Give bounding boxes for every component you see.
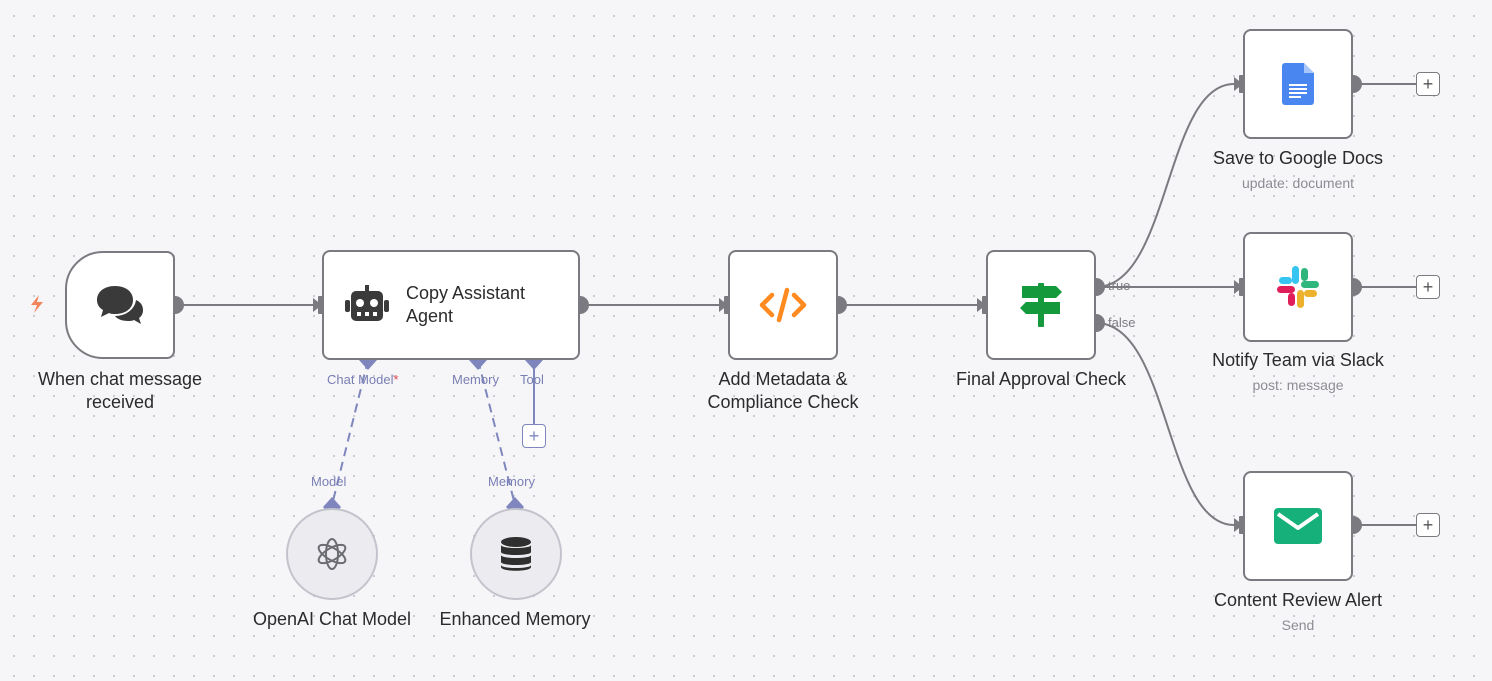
add-after-slack-button[interactable]: +: [1416, 275, 1440, 299]
slack-subtitle: post: message: [1252, 377, 1344, 393]
port-label-chat-model: Chat Model*: [327, 372, 399, 387]
add-after-email-button[interactable]: +: [1416, 513, 1440, 537]
code-icon: [759, 287, 807, 323]
add-tool-button[interactable]: +: [522, 424, 546, 448]
email-subtitle: Send: [1281, 617, 1315, 633]
signpost-icon: [1018, 281, 1064, 329]
edge-memory: [477, 359, 516, 506]
approval-node[interactable]: [986, 250, 1096, 360]
add-after-docs-button[interactable]: +: [1416, 72, 1440, 96]
memory-node[interactable]: [470, 508, 562, 600]
google-docs-subtitle: update: document: [1241, 175, 1355, 191]
branch-true-label: true: [1108, 278, 1131, 293]
port-label-memory: Memory: [452, 372, 499, 387]
email-node[interactable]: [1243, 471, 1353, 581]
agent-node[interactable]: Copy Assistant Agent: [322, 250, 580, 360]
branch-false-label: false: [1108, 315, 1136, 330]
arrow-approval-in: [977, 298, 986, 312]
trigger-node[interactable]: [65, 251, 175, 359]
trigger-title: When chat message received: [37, 369, 203, 412]
slack-icon: [1275, 264, 1321, 310]
metadata-title: Add Metadata & Compliance Check: [707, 369, 859, 412]
openai-node[interactable]: [286, 508, 378, 600]
arrow-metadata-in: [719, 298, 728, 312]
chat-bubbles-icon: [95, 284, 145, 326]
metadata-node[interactable]: [728, 250, 838, 360]
google-docs-icon: [1282, 63, 1314, 105]
edge-chat-model: [331, 359, 369, 506]
openai-port-label: Model: [311, 474, 347, 489]
openai-icon: [314, 536, 350, 572]
arrow-slack-in: [1234, 280, 1243, 294]
slack-title: Notify Team via Slack: [1212, 350, 1384, 370]
mail-icon: [1274, 508, 1322, 544]
approval-title: Final Approval Check: [955, 369, 1127, 389]
database-icon: [500, 536, 532, 572]
robot-icon: [344, 285, 390, 325]
lightning-icon: [28, 294, 46, 319]
arrow-email-in: [1234, 518, 1243, 532]
edge-false-email: [1095, 322, 1235, 526]
port-label-tool: Tool: [520, 372, 544, 387]
google-docs-node[interactable]: [1243, 29, 1353, 139]
google-docs-title: Save to Google Docs: [1212, 148, 1384, 168]
memory-title: Enhanced Memory: [439, 609, 591, 629]
email-title: Content Review Alert: [1213, 590, 1383, 610]
edge-true-docs: [1095, 83, 1235, 288]
agent-title: Copy Assistant Agent: [406, 283, 526, 326]
openai-title: OpenAI Chat Model: [252, 609, 412, 629]
arrow-docs-in: [1234, 77, 1243, 91]
memory-port-label: Memory: [488, 474, 535, 489]
slack-node[interactable]: [1243, 232, 1353, 342]
arrow-agent-in: [313, 298, 322, 312]
